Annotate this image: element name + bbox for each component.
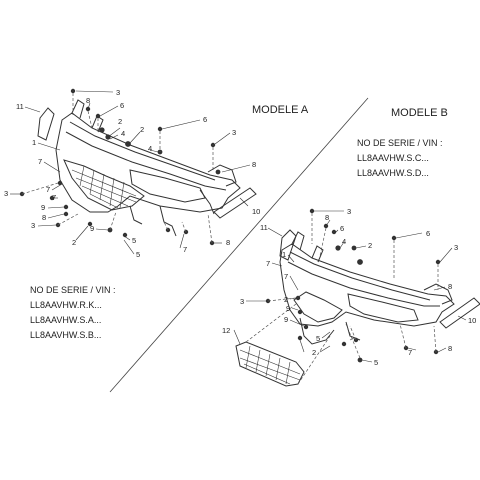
callout-b-10: 10 [468,316,476,325]
model-a-bracket-11 [37,107,55,141]
model-a-serial-label: NO DE SERIE / VIN : [30,285,116,295]
callout-a-1: 1 [32,138,36,147]
model-b-leaders [245,213,439,385]
callout-a-3d: 3 [31,221,35,230]
model-a-callout-lines [10,90,251,255]
callout-b-4: 4 [342,237,346,246]
callout-b-2c: 2 [312,348,316,357]
callout-b-7c: 7 [408,348,412,357]
callout-a-10: 10 [252,207,260,216]
model-b-bracket-11 [279,229,297,261]
callout-a-9b: 9 [90,224,94,233]
callout-b-6b: 6 [426,229,430,238]
callout-b-8b: 8 [448,282,452,291]
callout-a-8: 8 [86,96,90,105]
model-b-deflector-10 [439,297,480,329]
callout-b-3c: 3 [240,297,244,306]
callout-a-5: 5 [132,236,136,245]
model-a-title: MODELE A [252,104,309,116]
callout-a-7d: 7 [183,245,187,254]
callout-b-8c: 8 [448,344,452,353]
model-a-serial-block: NO DE SERIE / VIN : LL8AAVHW.R.K... LL8A… [30,283,116,343]
callout-b-8: 8 [325,213,329,222]
model-b-serial-block: NO DE SERIE / VIN : LL8AAVHW.S.C... LL8A… [357,136,443,181]
callout-a-6: 6 [120,101,124,110]
callout-b-1: 1 [282,250,286,259]
callout-a-7c: 7 [52,193,56,202]
callout-a-9: 9 [41,203,45,212]
callout-b-5b: 5 [374,358,378,367]
callout-b-9b: 9 [284,315,288,324]
callout-b-11: 11 [260,223,268,232]
model-a-serial-1: LL8AAVHW.R.K... [30,300,102,310]
model-b-grille-12 [235,341,305,387]
callout-a-2c: 2 [72,238,76,247]
callout-a-3b: 3 [232,128,236,137]
callout-b-7: 7 [266,259,270,268]
callout-b-2: 2 [368,241,372,250]
callout-a-2: 2 [140,125,144,134]
callout-a-11: 11 [16,102,24,111]
model-a-callout-labels: 3 8 6 11 2 6 4 3 1 2 4 8 7 7 3 7 9 10 8 … [4,88,260,259]
callout-b-5: 5 [316,334,320,343]
callout-a-2b: 2 [118,117,122,126]
callout-a-4: 4 [121,129,125,138]
model-b-callout-lines [233,210,467,363]
callout-b-12: 12 [222,326,230,335]
model-b-serial-label: NO DE SERIE / VIN : [357,138,443,148]
model-b-serial-1: LL8AAVHW.S.C... [357,153,429,163]
callout-b-9: 9 [286,304,290,313]
model-a-serial-3: LL8AAVHW.S.B... [30,330,102,340]
model-b-bumper [279,231,455,345]
callout-a-8d: 8 [226,238,230,247]
callout-a-8c: 8 [42,213,46,222]
callout-b-6: 6 [340,224,344,233]
callout-b-3b: 3 [454,243,458,252]
callout-a-3c: 3 [4,189,8,198]
callout-a-7b: 7 [46,185,50,194]
model-a-leaders [21,93,214,244]
divider-line [109,97,369,393]
callout-a-6b: 6 [203,115,207,124]
callout-a-4b: 4 [148,144,152,153]
model-a-deflector-10 [213,187,257,219]
model-a-serial-2: LL8AAVHW.S.A... [30,315,102,325]
callout-a-3: 3 [116,88,120,97]
model-b-title: MODELE B [391,107,448,119]
model-b-serial-2: LL8AAVHW.S.D... [357,168,429,178]
callout-a-5b: 5 [136,250,140,259]
model-a-bumper [55,99,241,237]
callout-b-3: 3 [347,207,351,216]
callout-b-7b: 7 [284,272,288,281]
model-b-callout-labels: 3 8 6 11 4 2 1 6 3 7 3 8 7 2 9 10 12 9 5… [222,207,476,367]
callout-a-8b: 8 [252,160,256,169]
callout-b-2b: 2 [284,295,288,304]
callout-a-7: 7 [38,157,42,166]
